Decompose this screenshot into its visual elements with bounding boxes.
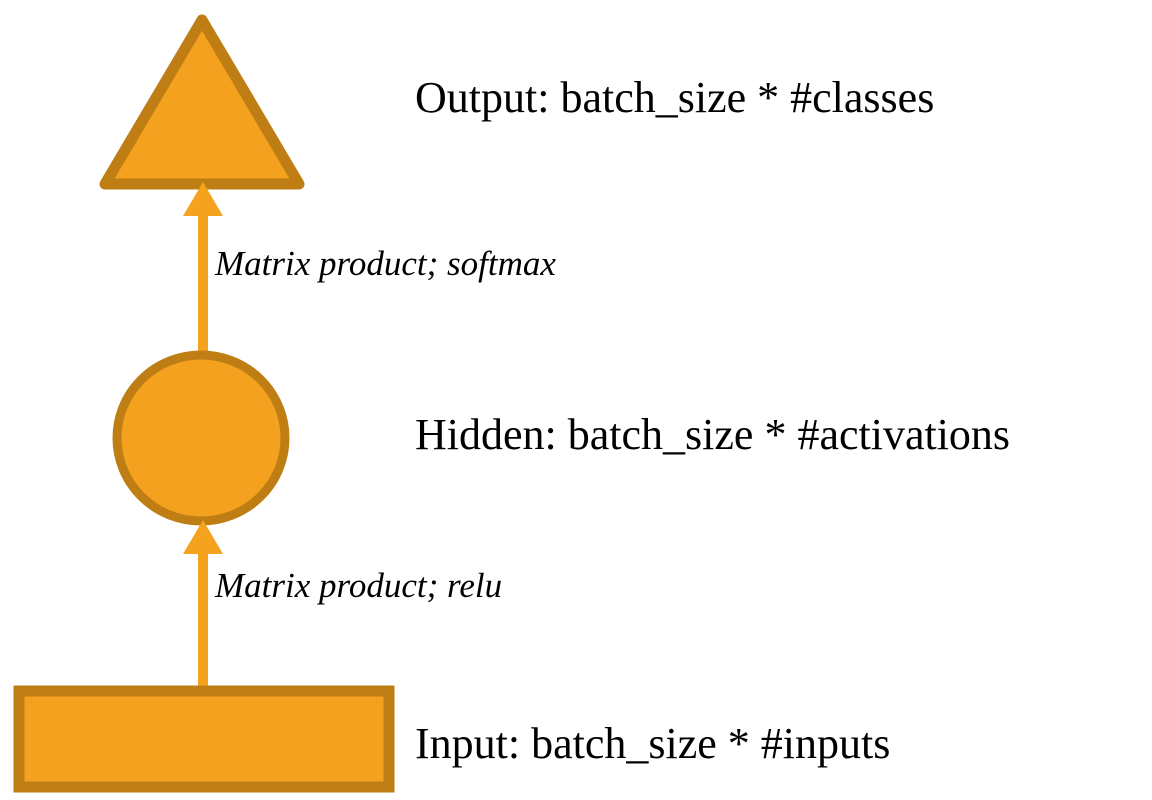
hidden-layer-label: Hidden: batch_size * #activations (415, 410, 1011, 459)
edge-label-softmax: Matrix product; softmax (215, 244, 556, 283)
input-layer-rectangle[interactable] (6, 678, 398, 798)
rectangle-shape (13, 685, 395, 793)
output-layer-triangle[interactable] (96, 10, 308, 194)
output-layer-label: Output: batch_size * #classes (415, 73, 935, 122)
input-layer-label: Input: batch_size * #inputs (415, 719, 891, 768)
edge-label-relu: Matrix product; relu (215, 566, 503, 605)
arrow-shaft (198, 540, 208, 694)
arrow-shaft (198, 202, 208, 362)
triangle-shape (99, 14, 305, 190)
arrow-input-to-hidden (183, 520, 223, 694)
arrow-head (183, 182, 223, 216)
arrow-head (183, 520, 223, 554)
circle-shape (112, 350, 290, 526)
arrow-hidden-to-output (183, 182, 223, 362)
hidden-layer-circle[interactable] (106, 344, 296, 532)
